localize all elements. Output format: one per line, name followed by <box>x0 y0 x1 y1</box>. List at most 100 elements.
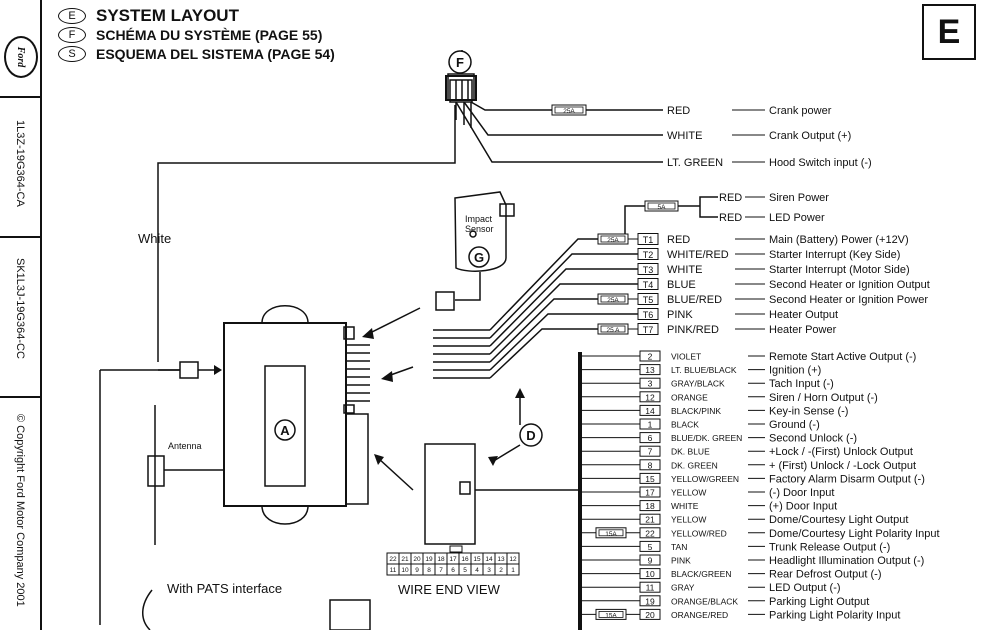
pin-color: TAN <box>671 542 687 552</box>
white-wire-label: White <box>138 231 171 246</box>
pin-color: GRAY <box>671 583 695 593</box>
pin-function: Rear Defrost Output (-) <box>769 569 881 581</box>
pin-number-box <box>639 404 661 416</box>
fuse-rating: 25A <box>607 237 619 244</box>
f-wire-color: RED <box>667 105 690 117</box>
pin-number: 2 <box>648 352 653 362</box>
pin-number: 9 <box>648 556 653 566</box>
pin-number-box <box>639 472 661 484</box>
terminal-color: PINK/RED <box>667 324 719 336</box>
pin-function: Parking Light Output <box>769 596 869 608</box>
f-wire-color: LT. GREEN <box>667 157 723 169</box>
pin-function: Ignition (+) <box>769 365 821 377</box>
wire-end-number: 11 <box>390 567 397 574</box>
pin-color: GRAY/BLACK <box>671 379 725 389</box>
pin-color: PINK <box>671 556 691 566</box>
terminal-pin-box <box>637 278 659 290</box>
terminal-function: Heater Power <box>769 324 837 336</box>
pin-function: Headlight Illumination Output (-) <box>769 555 924 567</box>
title-spanish: S ESQUEMA DEL SISTEMA (PAGE 54) <box>58 46 335 62</box>
pin-number-box <box>639 350 661 362</box>
terminal-color: PINK <box>667 309 693 321</box>
harness-connector <box>424 443 476 545</box>
pin-color: ORANGE/RED <box>671 610 728 620</box>
pin-number-box <box>639 391 661 403</box>
pin-function: + (First) Unlock / -Lock Output <box>769 460 916 472</box>
wire-end-cell <box>506 563 520 576</box>
terminal-pin-box <box>637 308 659 320</box>
terminal-function: Second Heater or Ignition Power <box>769 294 928 306</box>
wire-end-number: 4 <box>475 567 479 574</box>
terminal-pin: T1 <box>643 235 654 245</box>
fuse-rating: 5A <box>658 204 667 211</box>
language-badge-f: F <box>58 27 86 43</box>
pin-function: Second Unlock (-) <box>769 433 857 445</box>
pin-color: YELLOW <box>671 515 706 525</box>
pin-function: Dome/Courtesy Light Polarity Input <box>769 528 940 540</box>
siren-wire-color: RED <box>719 192 742 204</box>
terminal-pin-box <box>637 293 659 305</box>
pin-number-box <box>639 540 661 552</box>
pin-number-box <box>639 595 661 607</box>
pats-label: With PATS interface <box>167 581 282 596</box>
module-a <box>223 322 347 507</box>
wire-end-number: 7 <box>439 567 443 574</box>
terminal-function: Second Heater or Ignition Output <box>769 279 930 291</box>
terminal-pin: T4 <box>643 280 654 290</box>
pin-color: BLACK <box>671 420 699 430</box>
callout-a: A <box>280 423 290 438</box>
callout-f: F <box>456 55 464 70</box>
pin-number: 18 <box>645 501 655 511</box>
white-wire <box>157 105 456 362</box>
pin-number: 14 <box>645 406 655 416</box>
pin-color: ORANGE/BLACK <box>671 596 738 606</box>
terminal-function: Starter Interrupt (Motor Side) <box>769 264 910 276</box>
pin-number: 1 <box>648 420 653 430</box>
pin-color: ORANGE <box>671 392 708 402</box>
pin-color: YELLOW <box>671 488 706 498</box>
pin-number-box <box>639 581 661 593</box>
terminal-function: Heater Output <box>769 309 838 321</box>
f-wire-function: Crank Output (+) <box>769 130 851 142</box>
pin-number: 22 <box>645 528 655 538</box>
pin-number-box <box>639 459 661 471</box>
terminal-function: Starter Interrupt (Key Side) <box>769 249 900 261</box>
pin-number: 19 <box>645 596 655 606</box>
pin-number-box <box>639 554 661 566</box>
wire-end-number: 17 <box>449 556 457 563</box>
terminal-function: Main (Battery) Power (+12V) <box>769 234 909 246</box>
siren-wire-function: Siren Power <box>769 192 829 204</box>
fuse-box <box>644 200 679 212</box>
pin-color: WHITE <box>671 501 699 511</box>
wire-end-number: 6 <box>451 567 455 574</box>
terminal-pin: T5 <box>643 295 654 305</box>
callout-g-circle <box>468 246 490 268</box>
pin-function: Tach Input (-) <box>769 378 834 390</box>
pin-function: Factory Alarm Disarm Output (-) <box>769 473 925 485</box>
pin-number: 8 <box>648 460 653 470</box>
pin-number: 7 <box>648 447 653 457</box>
pin-number: 15 <box>645 474 655 484</box>
sidebar: Ford 1L3Z-19G364-CA SK1L3J-19G364-CC © C… <box>0 0 42 630</box>
pin-number-box <box>639 445 661 457</box>
terminal-pin: T7 <box>643 325 654 335</box>
pin-number: 6 <box>648 433 653 443</box>
callout-g: G <box>474 250 484 265</box>
fuse-box <box>595 527 627 539</box>
pin-number: 20 <box>645 610 655 620</box>
impact-sensor-g <box>454 191 507 272</box>
impact-sensor-label-2: Sensor <box>465 224 494 234</box>
wire-end-number: 1 <box>511 567 515 574</box>
pin-function: (+) Door Input <box>769 501 837 513</box>
siren-wire-color: RED <box>719 212 742 224</box>
fuse-rating: 25 A <box>606 327 620 334</box>
pin-number-box <box>639 432 661 444</box>
impact-sensor-label-1: Impact <box>465 214 493 224</box>
terminal-color: WHITE <box>667 264 702 276</box>
fuse-box <box>551 104 587 116</box>
callout-f-circle <box>448 50 472 74</box>
wire-end-number: 13 <box>497 556 505 563</box>
pin-function: Ground (-) <box>769 419 820 431</box>
pin-number-box <box>639 364 661 376</box>
terminal-color: WHITE/RED <box>667 249 729 261</box>
